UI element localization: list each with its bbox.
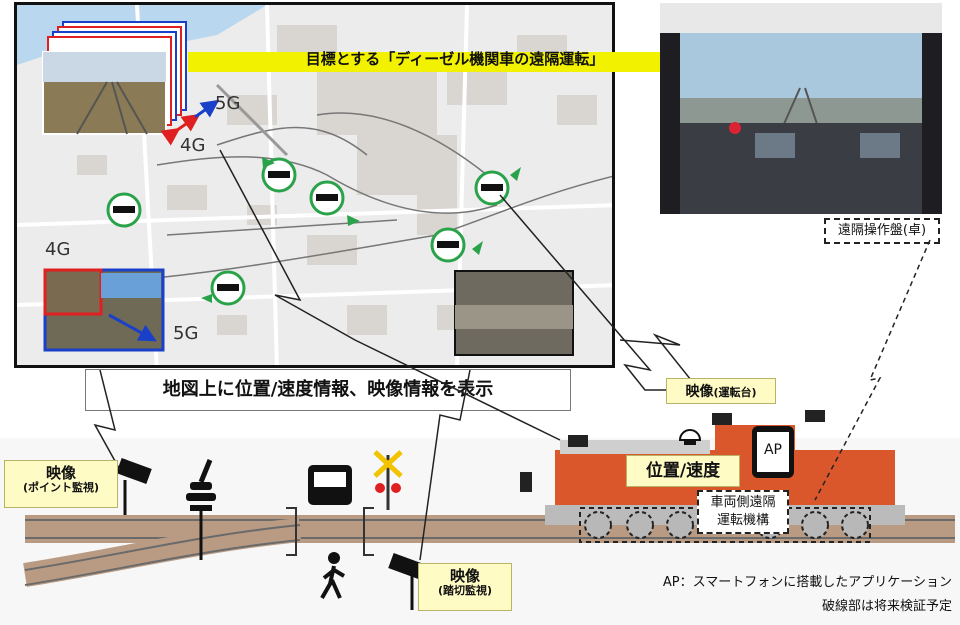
remote-console-label: 遠隔操作盤(卓)	[824, 218, 940, 244]
truck-icon	[308, 465, 352, 505]
train-icon	[106, 192, 142, 228]
train-icon	[430, 227, 466, 263]
label-video-cab-sub: (運転台)	[713, 386, 757, 399]
vehicle-mechanism-line2: 運転機構	[716, 513, 769, 529]
goal-banner-text: 目標とする「ディーゼル機関車の遠隔運転」	[305, 50, 605, 68]
label-video-point-main: 映像	[45, 464, 76, 482]
camera-icon	[116, 458, 152, 515]
crossing-monitor-image	[454, 270, 574, 356]
network-label-5g-top: 5G	[215, 93, 241, 114]
camera-feed-stack	[42, 21, 187, 135]
network-label-4g-top: 4G	[180, 135, 206, 156]
dashed-note: 破線部は将来検証予定	[821, 599, 952, 614]
label-video-crossing: 映像 (踏切監視)	[418, 563, 512, 611]
network-label-4g-left: 4G	[45, 239, 71, 260]
ap-definition-note: AP：スマートフォンに搭載したアプリケーション	[662, 575, 952, 590]
cab-photo	[660, 3, 942, 214]
camera-icon	[388, 553, 424, 610]
train-icon	[210, 270, 246, 306]
train-icon	[261, 157, 297, 193]
light-icon	[678, 429, 702, 445]
label-video-point-sub: (ポイント監視)	[22, 481, 100, 495]
label-video-cab-main: 映像	[685, 384, 714, 400]
label-video-point: 映像 (ポイント監視)	[4, 460, 118, 508]
label-video-crossing-sub: (踏切監視)	[437, 584, 493, 598]
smartphone-icon	[752, 426, 794, 478]
train-icon	[309, 180, 345, 216]
crossing-signal-icon	[373, 450, 403, 510]
label-position-speed: 位置/速度	[626, 455, 740, 487]
ap-badge: AP	[763, 442, 783, 458]
pedestrian-icon	[320, 552, 346, 599]
label-video-crossing-main: 映像	[449, 567, 480, 585]
vehicle-mechanism-line1: 車両側遠隔	[710, 495, 776, 510]
goal-arrow	[188, 42, 748, 82]
map-caption: 地図上に位置/速度情報、映像情報を表示	[85, 369, 571, 411]
label-video-cab: 映像(運転台)	[666, 378, 776, 404]
network-label-5g-bottom: 5G	[173, 323, 199, 344]
vehicle-mechanism-box: 車両側遠隔 運転機構	[697, 490, 789, 534]
point-lever-icon	[186, 459, 216, 560]
point-monitor-images	[43, 268, 165, 352]
